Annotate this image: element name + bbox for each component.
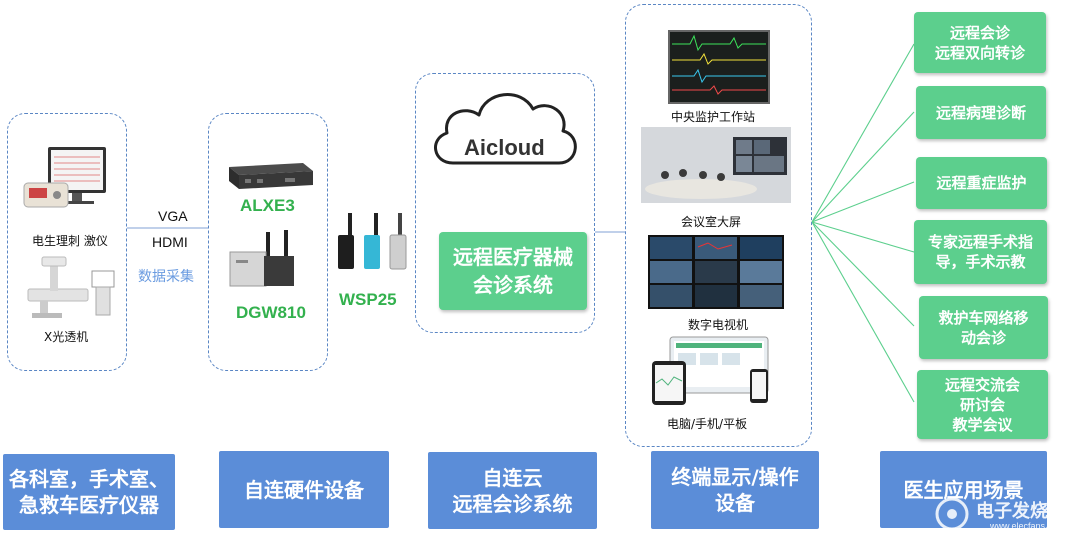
terminal-label-devices: 电脑/手机/平板 — [667, 417, 748, 431]
category-terminals: 终端显示/操作 设备 — [651, 451, 819, 529]
category-medical-instruments: 各科室，手术室、 急救车医疗仪器 — [3, 454, 175, 530]
watermark-brand: 电子发烧友 — [976, 501, 1066, 522]
terminal-label-conference: 会议室大屏 — [681, 215, 742, 229]
scenario-box-consultation: 远程会诊 远程双向转诊 — [914, 12, 1046, 73]
group-terminals — [625, 4, 812, 447]
alxe3-device-image — [225, 157, 315, 191]
scenario-box-surgery: 专家远程手术指 导，手术示教 — [914, 220, 1047, 284]
terminal-label-tv: 数字电视机 — [688, 318, 749, 332]
hdmi-label: HDMI — [152, 234, 188, 250]
fan-lines — [811, 43, 915, 403]
device-label-stimulator: 电生理刺 激仪 — [32, 234, 108, 248]
scenario-box-meetings: 远程交流会 研讨会 教学会议 — [917, 370, 1048, 439]
aicloud-logo-text: Aicloud — [464, 135, 545, 160]
xray-machine-image — [22, 253, 122, 323]
terminal-label-monitor: 中央监护工作站 — [671, 110, 756, 124]
cloud-icon — [425, 83, 585, 183]
vga-label: VGA — [158, 208, 188, 224]
category-doctor-scenarios: 医生应用场景 — [880, 451, 1047, 528]
dgw810-label: DGW810 — [236, 303, 306, 322]
scenario-box-ambulance: 救护车网络移 动会诊 — [919, 296, 1048, 359]
remote-consultation-system-box: 远程医疗器械 会诊系统 — [439, 232, 587, 310]
category-cloud-system: 自连云 远程会诊系统 — [428, 452, 597, 529]
group-hardware — [208, 113, 328, 371]
scenario-box-pathology: 远程病理诊断 — [916, 86, 1046, 139]
group-left-devices — [7, 113, 127, 371]
alxe3-label: ALXE3 — [240, 196, 295, 215]
digital-tv-image — [648, 235, 784, 309]
dgw810-device-image — [228, 230, 298, 290]
physio-stimulator-image — [20, 143, 120, 221]
category-hardware: 自连硬件设备 — [219, 451, 389, 528]
data-collection-label: 数据采集 — [138, 269, 194, 285]
computer-phone-tablet-image — [650, 335, 774, 407]
group-cloud — [415, 73, 595, 333]
watermark-url: www.elecfans.com — [990, 521, 1065, 531]
conference-room-image — [641, 127, 791, 203]
wsp25-label: WSP25 — [339, 290, 397, 309]
device-label-xray: X光透机 — [44, 330, 89, 344]
wsp25-devices-image — [332, 213, 412, 273]
scenario-box-icu: 远程重症监护 — [916, 157, 1047, 209]
watermark-logo-icon — [934, 496, 970, 532]
monitor-station-image — [668, 30, 770, 104]
